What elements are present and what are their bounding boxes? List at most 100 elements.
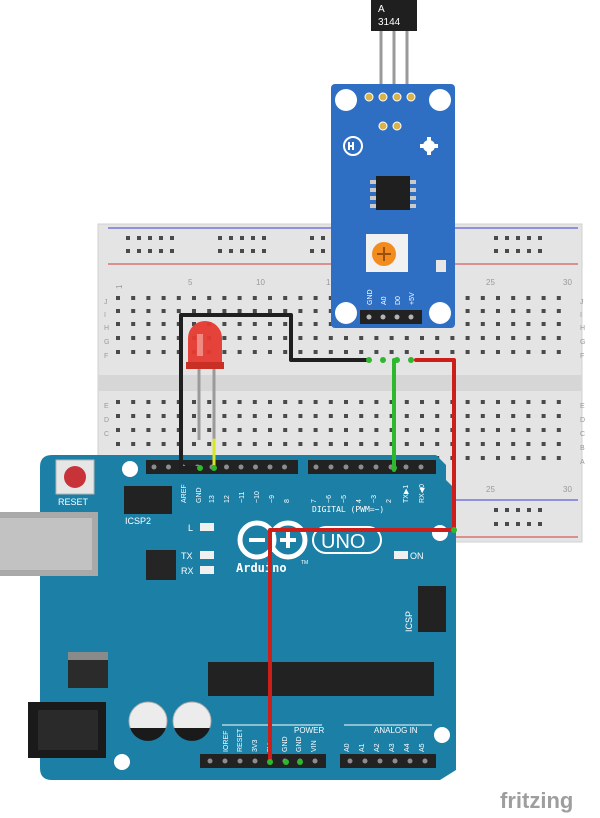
row-label-i: I — [104, 312, 106, 319]
breadboard-hole — [222, 350, 227, 354]
header-hole — [403, 464, 409, 470]
breadboard-hole — [161, 442, 166, 446]
digital-pin-label: ~5 — [341, 495, 348, 503]
header-hole — [392, 758, 398, 764]
breadboard-hole — [328, 428, 333, 432]
breadboard-hole — [511, 428, 516, 432]
row-label-a-right: A — [580, 459, 585, 466]
breadboard-hole — [511, 442, 516, 446]
rail-hole — [505, 508, 509, 512]
breadboard-hole — [420, 414, 424, 418]
breadboard-hole — [328, 414, 333, 418]
breadboard-hole — [556, 309, 561, 313]
breadboard-hole — [222, 400, 227, 404]
comparator-chip — [370, 176, 416, 210]
breadboard-hole — [252, 296, 257, 300]
header-hole — [282, 464, 287, 470]
usb-port — [0, 512, 98, 576]
breadboard-hole — [192, 322, 196, 326]
breadboard-hole — [404, 400, 409, 404]
header-hole — [151, 464, 157, 470]
breadboard-hole — [116, 400, 120, 404]
header-hole — [418, 464, 424, 470]
breadboard-hole — [556, 428, 561, 432]
breadboard-hole — [526, 400, 531, 404]
rail-hole — [262, 249, 266, 253]
breadboard-hole — [511, 296, 516, 300]
col-label-5-top: 5 — [188, 278, 193, 287]
breadboard-hole — [313, 336, 318, 340]
breadboard-hole — [526, 442, 531, 446]
rail-hole — [516, 522, 520, 526]
col-label-1-top: 1 — [115, 284, 124, 289]
breadboard-hole — [480, 336, 485, 340]
led-rx-indicator — [200, 566, 214, 574]
breadboard-hole — [328, 322, 333, 326]
breadboard-hole — [161, 296, 166, 300]
breadboard-hole — [465, 336, 470, 340]
wire-black-gnd — [179, 313, 371, 470]
sensor-input-pads — [364, 92, 416, 131]
wire-endpoints — [197, 357, 457, 765]
breadboard-hole — [116, 336, 120, 340]
sensor-label-bottom: 3144 — [378, 17, 401, 28]
breadboard-hole — [192, 309, 196, 313]
breadboard-hole — [511, 336, 516, 340]
header-hole — [328, 464, 334, 470]
row-letters-left: J I H G F E D C — [104, 299, 109, 438]
digital-pin-label: 12 — [224, 495, 231, 503]
breadboard-hole — [435, 442, 440, 446]
row-label-c: C — [104, 431, 109, 438]
breadboard-hole — [480, 442, 485, 446]
breadboard-hole — [298, 309, 303, 313]
sensor-status-led — [436, 260, 446, 272]
breadboard-hole — [298, 350, 303, 354]
breadboard-hole — [359, 400, 364, 404]
uno-badge — [312, 526, 382, 554]
digital-pin-label: AREF — [181, 484, 188, 503]
rail-hole — [527, 522, 531, 526]
breadboard-hole — [526, 350, 531, 354]
breadboard-hole — [526, 296, 531, 300]
breadboard-hole — [511, 400, 516, 404]
rail-hole — [137, 249, 141, 253]
breadboard-hole — [404, 442, 409, 446]
potentiometer[interactable] — [366, 234, 408, 272]
breadboard-hole — [252, 414, 257, 418]
breadboard-hole — [161, 428, 166, 432]
breadboard-hole — [435, 400, 440, 404]
header-hole — [207, 758, 213, 764]
breadboard-hole — [116, 322, 120, 326]
rail-hole — [321, 236, 325, 240]
breadboard-hole — [556, 296, 561, 300]
fritzing-logo: fritzing — [500, 788, 573, 813]
breadboard-hole — [283, 442, 288, 446]
rail-hole — [516, 236, 520, 240]
breadboard-hole — [496, 336, 500, 340]
breadboard-hole — [237, 322, 242, 326]
header-hole — [313, 464, 319, 470]
breadboard-hole — [328, 296, 333, 300]
breadboard-hole — [161, 414, 166, 418]
rail-hole — [494, 249, 498, 253]
breadboard-hole — [465, 296, 470, 300]
breadboard-hole — [450, 350, 455, 354]
on-label: ON — [410, 551, 424, 561]
breadboard-hole — [374, 428, 379, 432]
header-hole — [312, 758, 318, 764]
breadboard-hole — [435, 414, 440, 418]
breadboard-hole — [131, 322, 136, 326]
rail-hole — [137, 236, 141, 240]
breadboard-hole — [480, 456, 485, 460]
breadboard-hole — [526, 322, 531, 326]
breadboard-hole — [344, 442, 348, 446]
digital-pin-label: TX▶1 — [403, 485, 410, 503]
breadboard-hole — [237, 350, 242, 354]
col-label-25-top: 25 — [486, 278, 495, 287]
row-label-e-right: E — [580, 403, 585, 410]
reset-button[interactable] — [55, 459, 95, 495]
breadboard-hole — [389, 414, 394, 418]
header-hole — [252, 758, 258, 764]
